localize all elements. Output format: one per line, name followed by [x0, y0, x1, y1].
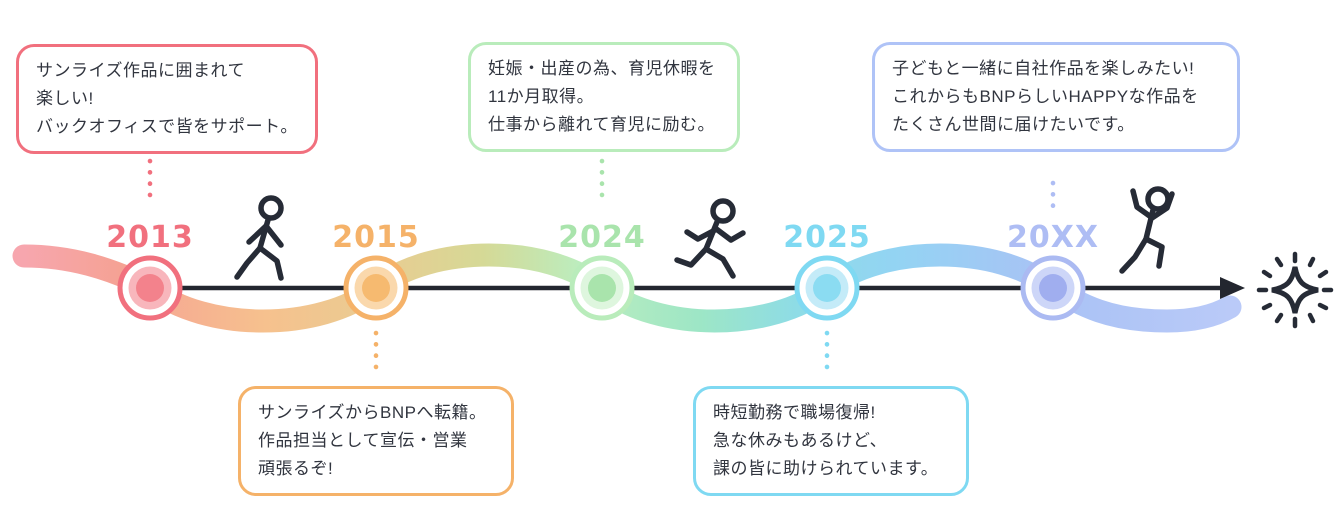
year-label-20XX: 20XX [1006, 220, 1100, 255]
bubble-line: 急な休みもあるけど、 [713, 431, 888, 450]
bubble-line: 楽しい! [36, 89, 94, 108]
bubble-line: これからもBNPらしいHAPPYな作品を [892, 87, 1199, 106]
year-label-2013: 2013 [106, 220, 194, 255]
speech-bubble-2024: 妊娠・出産の為、育児休暇を 11か月取得。 仕事から離れて育児に励む。 [468, 42, 740, 152]
speech-bubble-2025: 時短勤務で職場復帰! 急な休みもあるけど、 課の皆に助けられています。 [693, 386, 969, 496]
bubble-line: 11か月取得。 [488, 87, 595, 106]
bubble-line: サンライズ作品に囲まれて [36, 61, 245, 80]
speech-bubble-2013: サンライズ作品に囲まれて 楽しい! バックオフィスで皆をサポート。 [16, 44, 318, 154]
year-label-2024: 2024 [558, 220, 646, 255]
running-person-icon [674, 198, 746, 279]
timeline-node-2025 [794, 255, 860, 321]
gradient-wave-ribbon [12, 243, 1242, 333]
arrowhead-icon [1220, 277, 1245, 299]
bubble-line: 時短勤務で職場復帰! [713, 403, 876, 422]
year-label-2025: 2025 [783, 220, 871, 255]
jumping-person-icon [1119, 186, 1175, 274]
timeline-node-20XX [1020, 255, 1086, 321]
bubble-line: 課の皆に助けられています。 [713, 459, 939, 478]
bubble-line: たくさん世間に届けたいです。 [892, 115, 1135, 134]
sparkle-icon [1256, 251, 1334, 329]
timeline-node-2024 [569, 255, 635, 321]
bubble-line: 頑張るぞ! [258, 459, 334, 478]
timeline-node-2015 [343, 255, 409, 321]
walking-person-icon [234, 195, 284, 281]
year-label-2015: 2015 [332, 220, 420, 255]
timeline-node-2013 [117, 255, 183, 321]
bubble-line: バックオフィスで皆をサポート。 [36, 117, 298, 136]
bubble-line: 妊娠・出産の為、育児休暇を [488, 59, 716, 78]
bubble-line: 作品担当として宣伝・営業 [258, 431, 468, 450]
bubble-line: 子どもと一緒に自社作品を楽しみたい! [892, 59, 1195, 78]
speech-bubble-20XX: 子どもと一緒に自社作品を楽しみたい! これからもBNPらしいHAPPYな作品を … [872, 42, 1240, 152]
bubble-line: 仕事から離れて育児に励む。 [488, 115, 715, 134]
speech-bubble-2015: サンライズからBNPへ転籍。 作品担当として宣伝・営業 頑張るぞ! [238, 386, 514, 496]
bubble-line: サンライズからBNPへ転籍。 [258, 403, 487, 422]
